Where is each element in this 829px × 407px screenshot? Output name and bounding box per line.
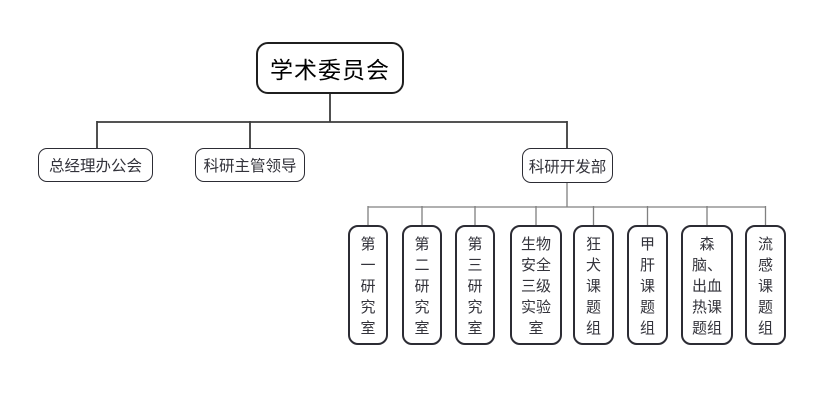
connector-root-to-level2 [96, 94, 568, 148]
node-academic-committee[interactable]: 学术委员会 [256, 42, 404, 94]
node-influenza-group[interactable]: 流 感 课 题 组 [745, 225, 786, 345]
node-research-supervisor[interactable]: 科研主管领导 [195, 148, 305, 182]
node-hepatitis-a-group[interactable]: 甲 肝 课 题 组 [627, 225, 668, 345]
node-general-manager-office[interactable]: 总经理办公会 [38, 148, 153, 182]
node-encephalitis-hemorrhagic-fever-group[interactable]: 森 脑、 出血 热课 题组 [681, 225, 733, 345]
node-biosafety-level3-lab[interactable]: 生物 安全 三级 实验 室 [510, 225, 562, 345]
node-first-research-office[interactable]: 第 一 研 究 室 [348, 225, 388, 345]
node-second-research-office[interactable]: 第 二 研 究 室 [402, 225, 442, 345]
node-third-research-office[interactable]: 第 三 研 究 室 [455, 225, 495, 345]
connector-rd-to-level3 [367, 183, 767, 225]
node-rabies-group[interactable]: 狂 犬 课 题 组 [573, 225, 614, 345]
node-rd-department[interactable]: 科研开发部 [522, 148, 613, 183]
